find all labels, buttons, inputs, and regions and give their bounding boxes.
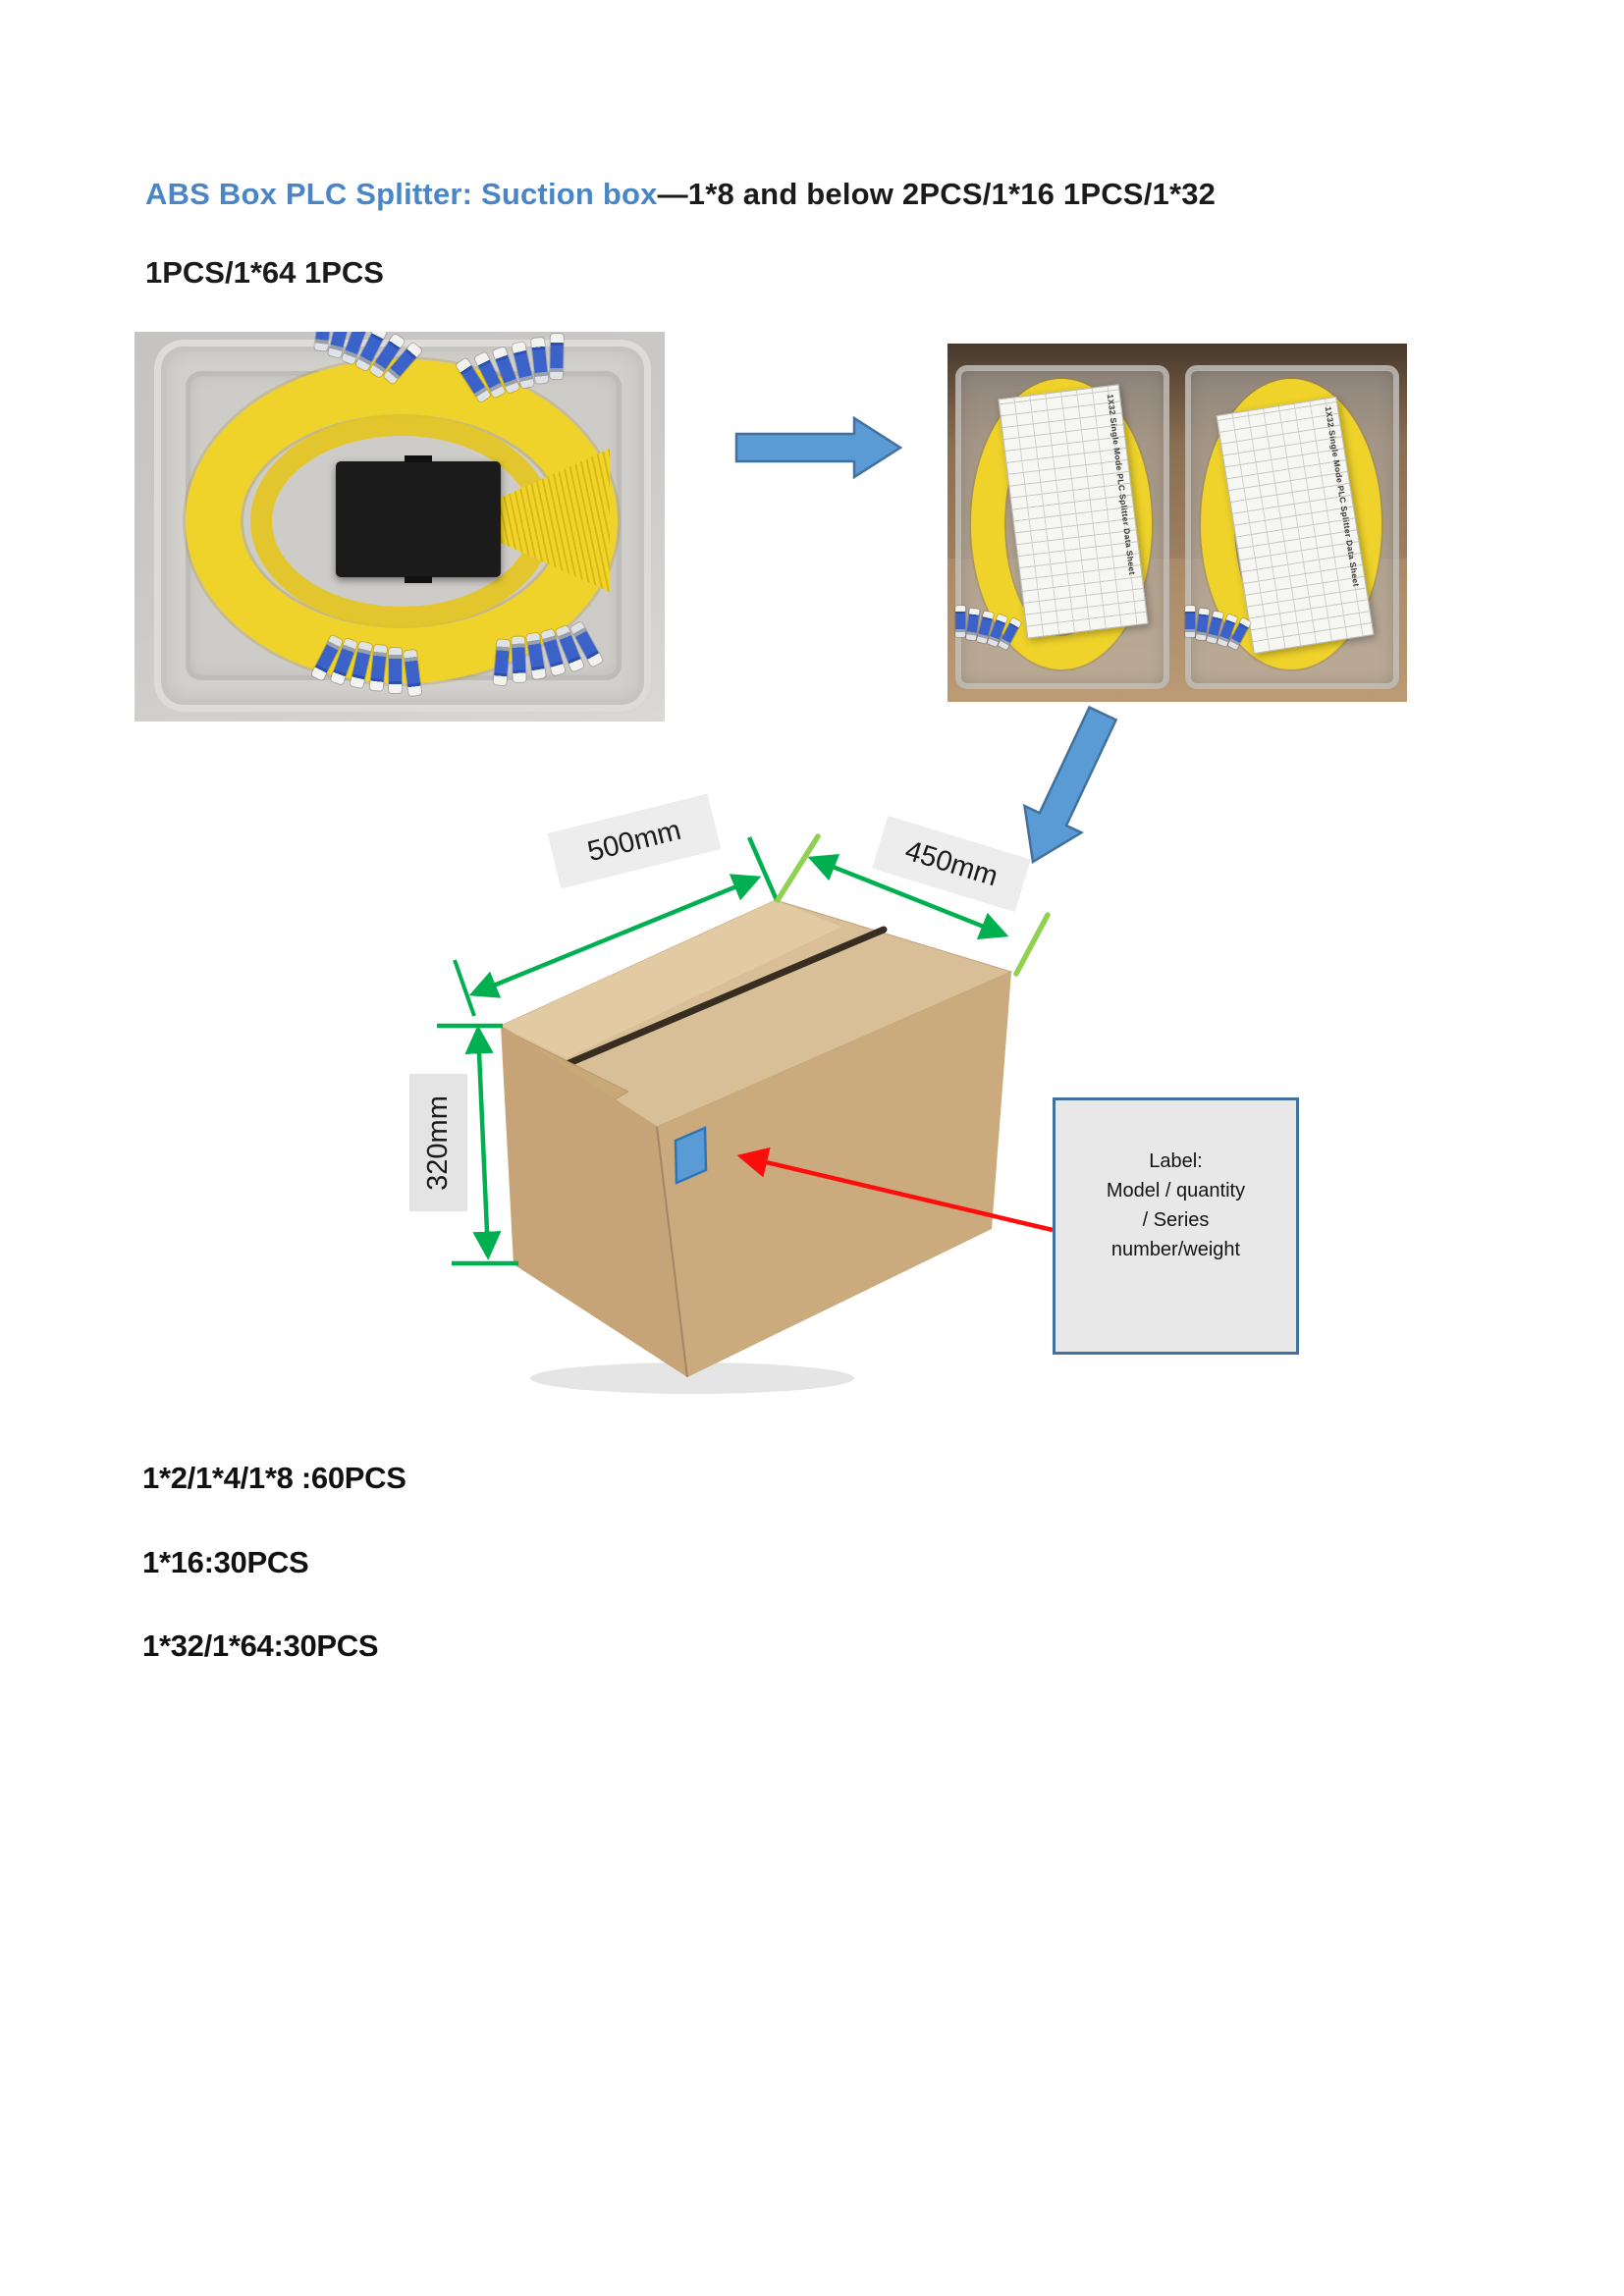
- dimension-tick: [746, 836, 780, 901]
- carton-front-edge: [656, 1126, 688, 1378]
- packing-qty-line: 1*16:30PCS: [142, 1545, 309, 1579]
- carton-top-face: [499, 899, 1013, 1128]
- sc-connector: [955, 606, 966, 638]
- packed-trays-in-carton-photo: 1X32 Single Mode PLC Splitter Data Sheet…: [947, 344, 1407, 702]
- sc-connector: [1185, 606, 1196, 638]
- sc-connector: [512, 636, 526, 682]
- sc-connector: [550, 334, 564, 380]
- dimension-label-500mm: 500mm: [547, 793, 722, 889]
- dimension-label-450mm: 450mm: [872, 816, 1031, 912]
- flow-arrow-right-icon: [734, 415, 903, 480]
- dimension-value: 450mm: [901, 834, 1002, 892]
- corner-slash: [1013, 912, 1051, 977]
- sc-connector: [369, 644, 388, 691]
- carton-flap-gap: [561, 926, 888, 1069]
- callout-line: / Series: [1142, 1209, 1210, 1231]
- abs-box-tab: [405, 576, 432, 583]
- carton-top-flap: [501, 900, 841, 1058]
- carton-left-face: [501, 1026, 687, 1377]
- dimension-value: 500mm: [584, 814, 684, 868]
- corner-slash: [775, 833, 821, 903]
- carton-right-face: [657, 972, 1011, 1377]
- carton-open-flap: [504, 1029, 630, 1132]
- callout-line: Model / quantity: [1106, 1180, 1246, 1201]
- carton-shadow: [530, 1362, 854, 1394]
- label-pointer-arrow: [736, 1147, 1054, 1233]
- packing-qty-line: 1*2/1*4/1*8 :60PCS: [142, 1461, 406, 1495]
- dimension-value: 320mm: [422, 1095, 455, 1191]
- page-title: ABS Box PLC Splitter: Suction box—1*8 an…: [145, 177, 1216, 212]
- callout-line: Label:: [1149, 1150, 1203, 1172]
- page-title-rest: —1*8 and below 2PCS/1*16 1PCS/1*32: [657, 177, 1217, 211]
- suction-box-splitter-photo: [135, 332, 665, 721]
- flow-arrow-down-icon: [1022, 705, 1118, 865]
- carton-label-square: [674, 1126, 708, 1185]
- abs-box-tab: [405, 455, 432, 462]
- suction-tray-right: 1X32 Single Mode PLC Splitter Data Sheet: [1185, 365, 1399, 689]
- sc-connector: [530, 337, 549, 384]
- dimension-arrow-320mm: [464, 1025, 502, 1260]
- dimension-tick: [453, 959, 476, 1017]
- callout-line: number/weight: [1110, 1239, 1241, 1260]
- page-title-highlight: ABS Box PLC Splitter: Suction box: [145, 177, 658, 211]
- abs-splitter-box: [336, 455, 501, 583]
- label-callout-box: Label: Model / quantity / Series number/…: [1053, 1097, 1299, 1355]
- sc-connector: [389, 648, 403, 694]
- packing-qty-line: 1*32/1*64:30PCS: [142, 1629, 379, 1663]
- page-title-line2: 1PCS/1*64 1PCS: [145, 255, 384, 290]
- dimension-arrow-500mm: [468, 874, 762, 998]
- dimension-label-320mm: 320mm: [409, 1074, 467, 1211]
- sc-connector: [493, 639, 511, 686]
- suction-tray-left: 1X32 Single Mode PLC Splitter Data Sheet: [955, 365, 1169, 689]
